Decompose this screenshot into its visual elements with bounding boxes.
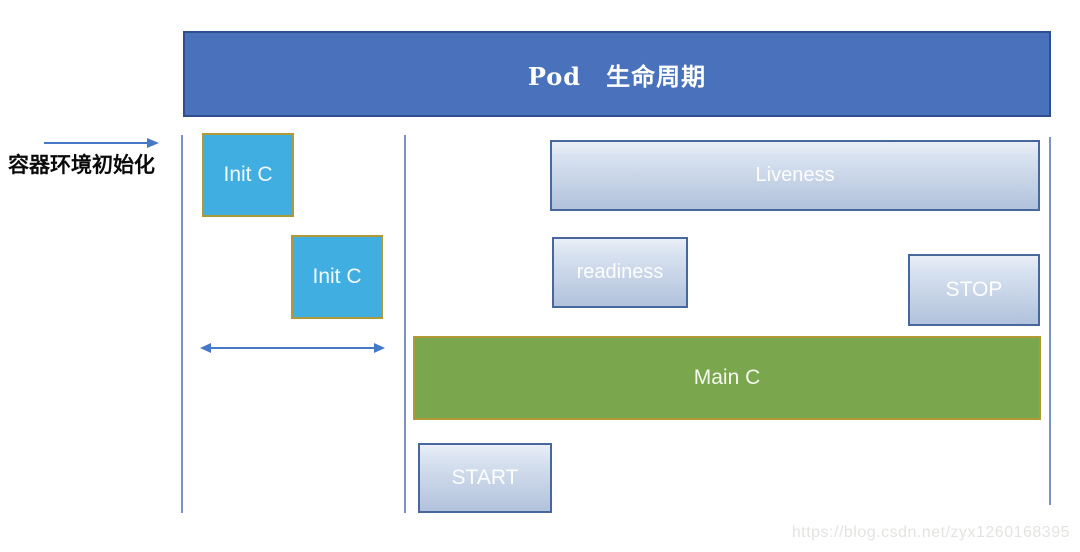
main-container-label: Main C — [693, 366, 761, 389]
start-box: START — [418, 443, 552, 513]
container-env-init-arrow-icon — [44, 138, 159, 148]
init-container-2-label: Init C — [312, 265, 362, 288]
timeline-start-line — [181, 135, 183, 513]
container-env-init-label: 容器环境初始化 — [8, 154, 155, 177]
init-phase-divider-line — [404, 135, 406, 513]
stop-label: STOP — [945, 278, 1003, 301]
timeline-end-line — [1049, 137, 1051, 505]
diagram-title: Pod 生命周期 — [527, 61, 707, 91]
init-duration-arrow-icon — [200, 343, 385, 353]
main-container-box: Main C — [413, 336, 1041, 420]
liveness-probe-label: Liveness — [755, 164, 835, 186]
diagram-header: Pod 生命周期 — [183, 31, 1051, 117]
init-container-1-box: Init C — [202, 133, 294, 217]
start-label: START — [451, 466, 519, 489]
stop-box: STOP — [908, 254, 1040, 326]
watermark: https://blog.csdn.net/zyx1260168395 — [791, 524, 1070, 541]
liveness-probe-box: Liveness — [550, 140, 1040, 211]
readiness-probe-label: readiness — [576, 261, 664, 283]
readiness-probe-box: readiness — [552, 237, 688, 308]
init-container-1-label: Init C — [223, 163, 273, 186]
init-container-2-box: Init C — [291, 235, 383, 319]
